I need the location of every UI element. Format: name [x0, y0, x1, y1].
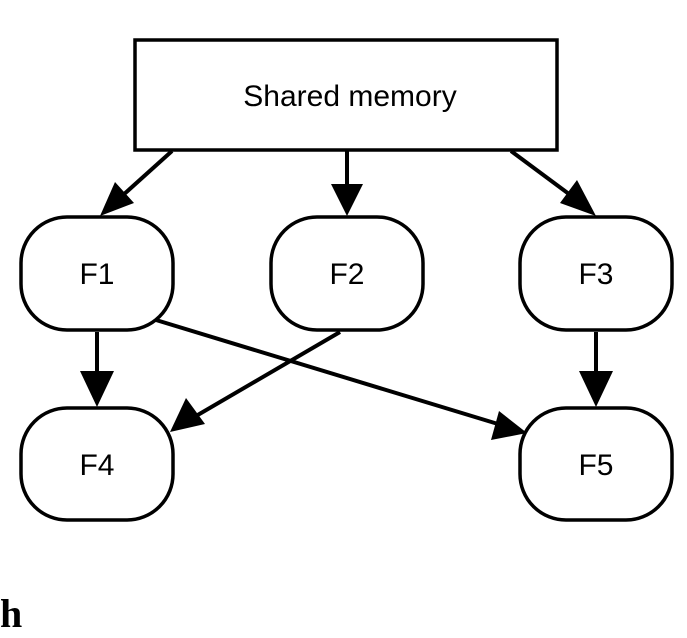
edge-f1-to-f5	[155, 318, 527, 440]
node-f2-label: F2	[329, 258, 364, 291]
node-f2: F2	[269, 215, 425, 332]
node-f3-label: F3	[578, 258, 613, 291]
node-f3: F3	[518, 215, 674, 332]
edge-f3-to-f5	[579, 332, 613, 407]
edge-shared-memory-to-f2	[331, 151, 363, 216]
node-f1-label: F1	[79, 258, 114, 291]
edge-shared-memory-to-f1	[100, 149, 174, 216]
node-f4-label: F4	[79, 449, 114, 482]
node-f1: F1	[19, 215, 175, 332]
node-f5: F5	[518, 406, 674, 522]
edge-f1-to-f4	[80, 332, 114, 407]
panel-label: h	[0, 591, 23, 636]
edges	[80, 149, 613, 440]
node-shared-memory-label: Shared memory	[243, 80, 456, 113]
node-shared-memory: Shared memory	[133, 38, 559, 152]
edge-shared-memory-to-f3	[509, 149, 596, 216]
node-f4: F4	[19, 406, 175, 522]
edge-f2-to-f4	[170, 330, 342, 432]
node-f5-label: F5	[578, 449, 613, 482]
